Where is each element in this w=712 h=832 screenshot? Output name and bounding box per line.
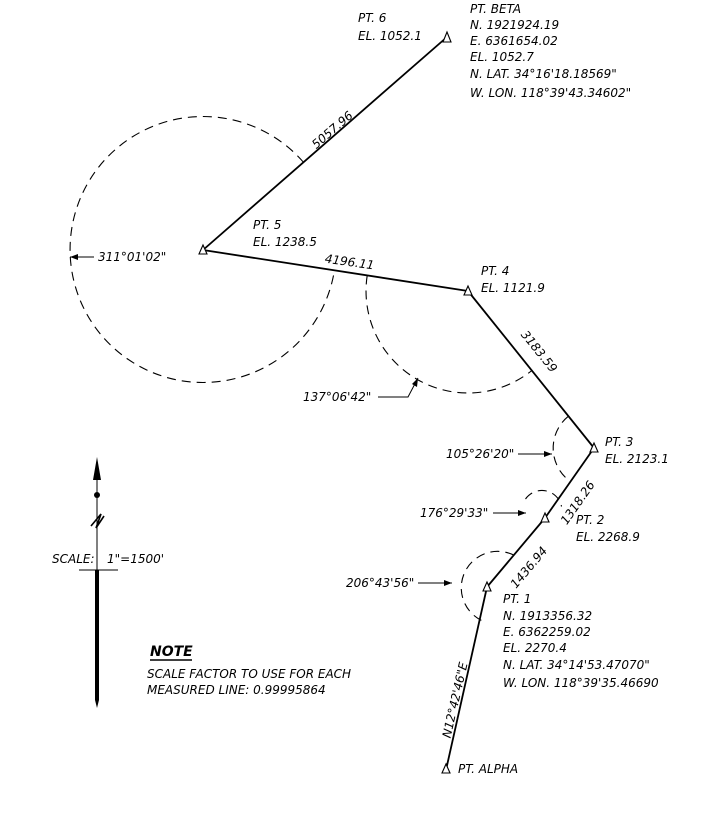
scale-value: 1"=1500' xyxy=(107,552,164,566)
note-line-1: SCALE FACTOR TO USE FOR EACH xyxy=(147,667,351,681)
alpha-name: PT. ALPHA xyxy=(458,762,518,776)
pt1-label: PT. 1 N. 1913356.32 E. 6362259.02 EL. 22… xyxy=(503,592,659,690)
pt3-elevation: EL. 2123.1 xyxy=(605,452,669,466)
distance-pt5-pt4: 4196.11 xyxy=(324,252,375,273)
angle-label-pt2: 176°29'33" xyxy=(420,506,488,520)
pt5-elevation: EL. 1238.5 xyxy=(253,235,317,249)
beta-latitude: N. LAT. 34°16'18.18569" xyxy=(470,67,617,81)
note-title: NOTE xyxy=(150,644,193,660)
line-pt5-pt6 xyxy=(202,36,448,251)
angle-label-pt3: 105°26'20" xyxy=(446,447,514,461)
pt4-elevation: EL. 1121.9 xyxy=(481,281,545,295)
beta-northing: N. 1921924.19 xyxy=(470,18,559,32)
point-marker-pt2 xyxy=(540,511,550,523)
pt5-label: PT. 5 EL. 1238.5 xyxy=(253,218,317,249)
beta-easting: E. 6361654.02 xyxy=(470,34,558,48)
pt2-name: PT. 2 xyxy=(576,513,604,527)
pt1-easting: E. 6362259.02 xyxy=(503,625,591,639)
north-arrow-icon xyxy=(79,457,118,708)
beta-elevation: EL. 1052.7 xyxy=(470,50,534,64)
line-pt5-pt4 xyxy=(202,249,469,292)
angle-label-pt1: 206°43'56" xyxy=(346,576,414,590)
beta-name: PT. BETA xyxy=(470,2,521,16)
pt1-name: PT. 1 xyxy=(503,592,531,606)
pt4-label: PT. 4 EL. 1121.9 xyxy=(481,264,545,295)
pt2-label: PT. 2 EL. 2268.9 xyxy=(576,513,640,544)
pt3-label: PT. 3 EL. 2123.1 xyxy=(605,435,669,466)
point-marker-pt5 xyxy=(198,243,208,255)
pt6-name: PT. 6 xyxy=(358,11,387,25)
angle-arc-pt3 xyxy=(552,415,571,483)
pt1-northing: N. 1913356.32 xyxy=(503,609,592,623)
angle-label-pt4: 137°06'42" xyxy=(303,390,371,404)
pt6-label: PT. 6 EL. 1052.1 xyxy=(358,11,422,43)
angle-arc-pt5 xyxy=(69,115,335,383)
pt-beta-label: PT. BETA N. 1921924.19 E. 6361654.02 EL.… xyxy=(470,2,631,100)
pt3-name: PT. 3 xyxy=(605,435,633,449)
line-pt2-pt1 xyxy=(486,517,546,588)
pt6-elevation: EL. 1052.1 xyxy=(358,29,422,43)
pt2-elevation: EL. 2268.9 xyxy=(576,530,640,544)
point-marker-alpha xyxy=(441,762,451,774)
line-pt4-pt3 xyxy=(467,290,595,449)
pt4-name: PT. 4 xyxy=(481,264,509,278)
angle-label-pt5: 311°01'02" xyxy=(98,250,166,264)
angle-arc-pt1 xyxy=(460,550,515,621)
point-marker-beta xyxy=(442,30,452,43)
note-block: NOTE SCALE FACTOR TO USE FOR EACH MEASUR… xyxy=(147,644,351,697)
pt1-elevation: EL. 2270.4 xyxy=(503,641,567,655)
pt5-name: PT. 5 xyxy=(253,218,281,232)
point-marker-pt3 xyxy=(589,441,599,453)
note-line-2: MEASURED LINE: 0.99995864 xyxy=(147,683,326,697)
line-pt1-alpha xyxy=(445,586,488,771)
beta-longitude: W. LON. 118°39'43.34602" xyxy=(470,86,631,100)
angle-leaders xyxy=(70,254,552,586)
line-pt3-pt2 xyxy=(544,447,595,519)
point-marker-pt1 xyxy=(482,580,492,592)
point-marker-pt4 xyxy=(463,284,473,296)
point-markers xyxy=(198,30,599,774)
traverse-lines xyxy=(202,36,595,771)
angle-arc-pt2 xyxy=(525,489,563,507)
pt1-latitude: N. LAT. 34°14'53.47070" xyxy=(503,658,650,672)
scale-label: SCALE: xyxy=(52,552,95,566)
pt1-longitude: W. LON. 118°39'35.46690 xyxy=(503,676,659,690)
